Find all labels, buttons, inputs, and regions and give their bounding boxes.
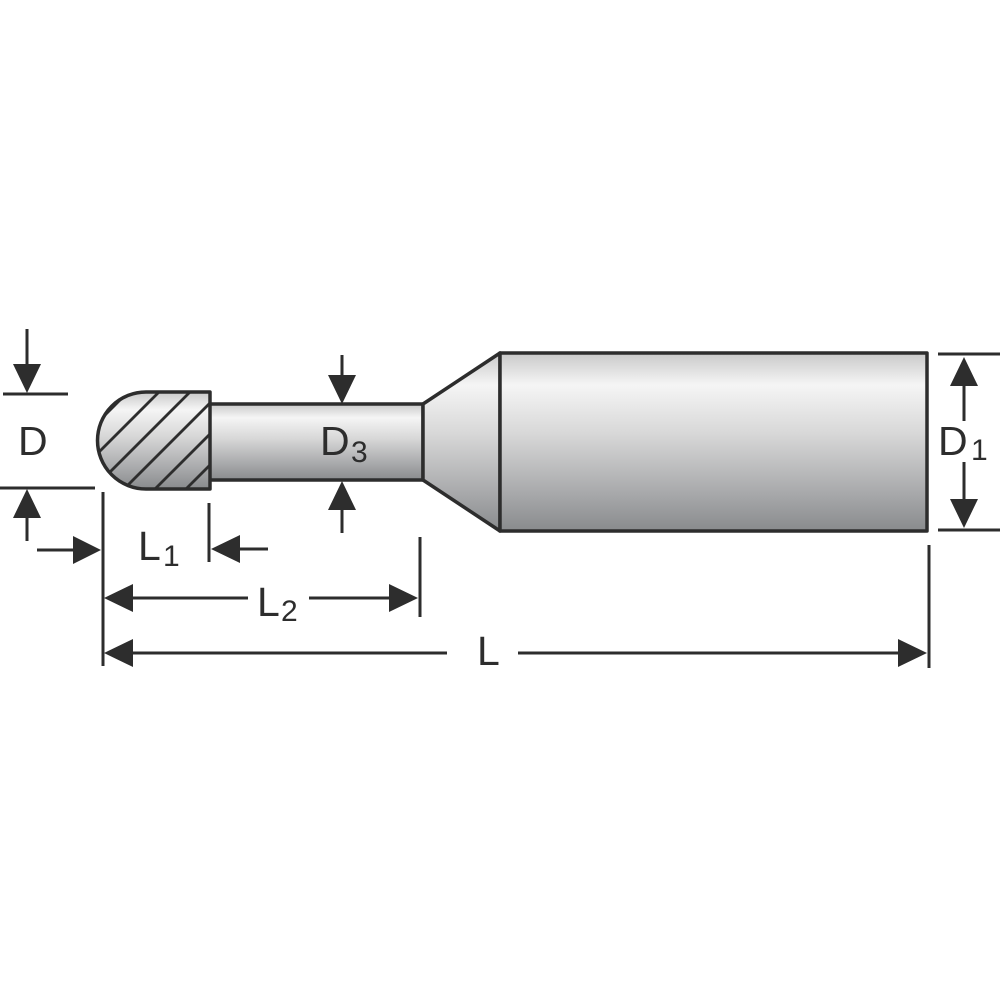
dim-label-L: L [477, 628, 500, 674]
dimension-L1: L 1 [138, 523, 268, 573]
dim-label-L1-subscript: 1 [163, 540, 180, 573]
dim-label-D3: D [320, 418, 350, 464]
dim-label-D1-subscript: 1 [971, 434, 988, 467]
dim-l2-right-arrowhead [389, 584, 418, 612]
dimension-D: D [0, 329, 95, 541]
dim-d1-up-arrowhead [950, 357, 978, 386]
dimension-D3: D 3 [320, 355, 368, 533]
datum-right-arrowhead [73, 536, 101, 564]
dim-d3-up-arrowhead [328, 481, 356, 510]
tool-body [95, 351, 929, 533]
dim-l1-left-arrowhead [211, 535, 240, 563]
datum-arrow [37, 536, 101, 564]
hatch-line [97, 392, 141, 489]
dimension-D1: D 1 [938, 352, 1000, 532]
dim-d-up-arrowhead [13, 489, 41, 518]
dim-label-L2-subscript: 2 [281, 595, 298, 628]
tool-ball-nose-head [95, 390, 212, 491]
dim-l-right-arrowhead [898, 639, 927, 667]
dim-label-D1: D [938, 418, 968, 464]
dim-d-down-arrowhead [13, 364, 41, 393]
dim-label-D: D [18, 418, 48, 464]
dim-label-L1: L [138, 523, 161, 569]
tool-neck [207, 402, 425, 482]
dim-label-L2: L [257, 579, 280, 625]
tool-taper [421, 351, 502, 533]
hatch-line [97, 392, 172, 489]
dimension-L2: L 2 [104, 579, 418, 628]
dim-d3-down-arrowhead [328, 375, 356, 404]
dimension-L: L [104, 628, 927, 674]
tool-shank [498, 351, 929, 533]
hatch-line [174, 392, 210, 489]
hatch-line [112, 392, 210, 489]
dim-l-left-arrowhead [104, 639, 133, 667]
dim-d1-down-arrowhead [950, 499, 978, 528]
dim-label-D3-subscript: 3 [351, 436, 368, 469]
dim-l2-left-arrowhead [104, 584, 133, 612]
hatch-line [143, 392, 210, 489]
